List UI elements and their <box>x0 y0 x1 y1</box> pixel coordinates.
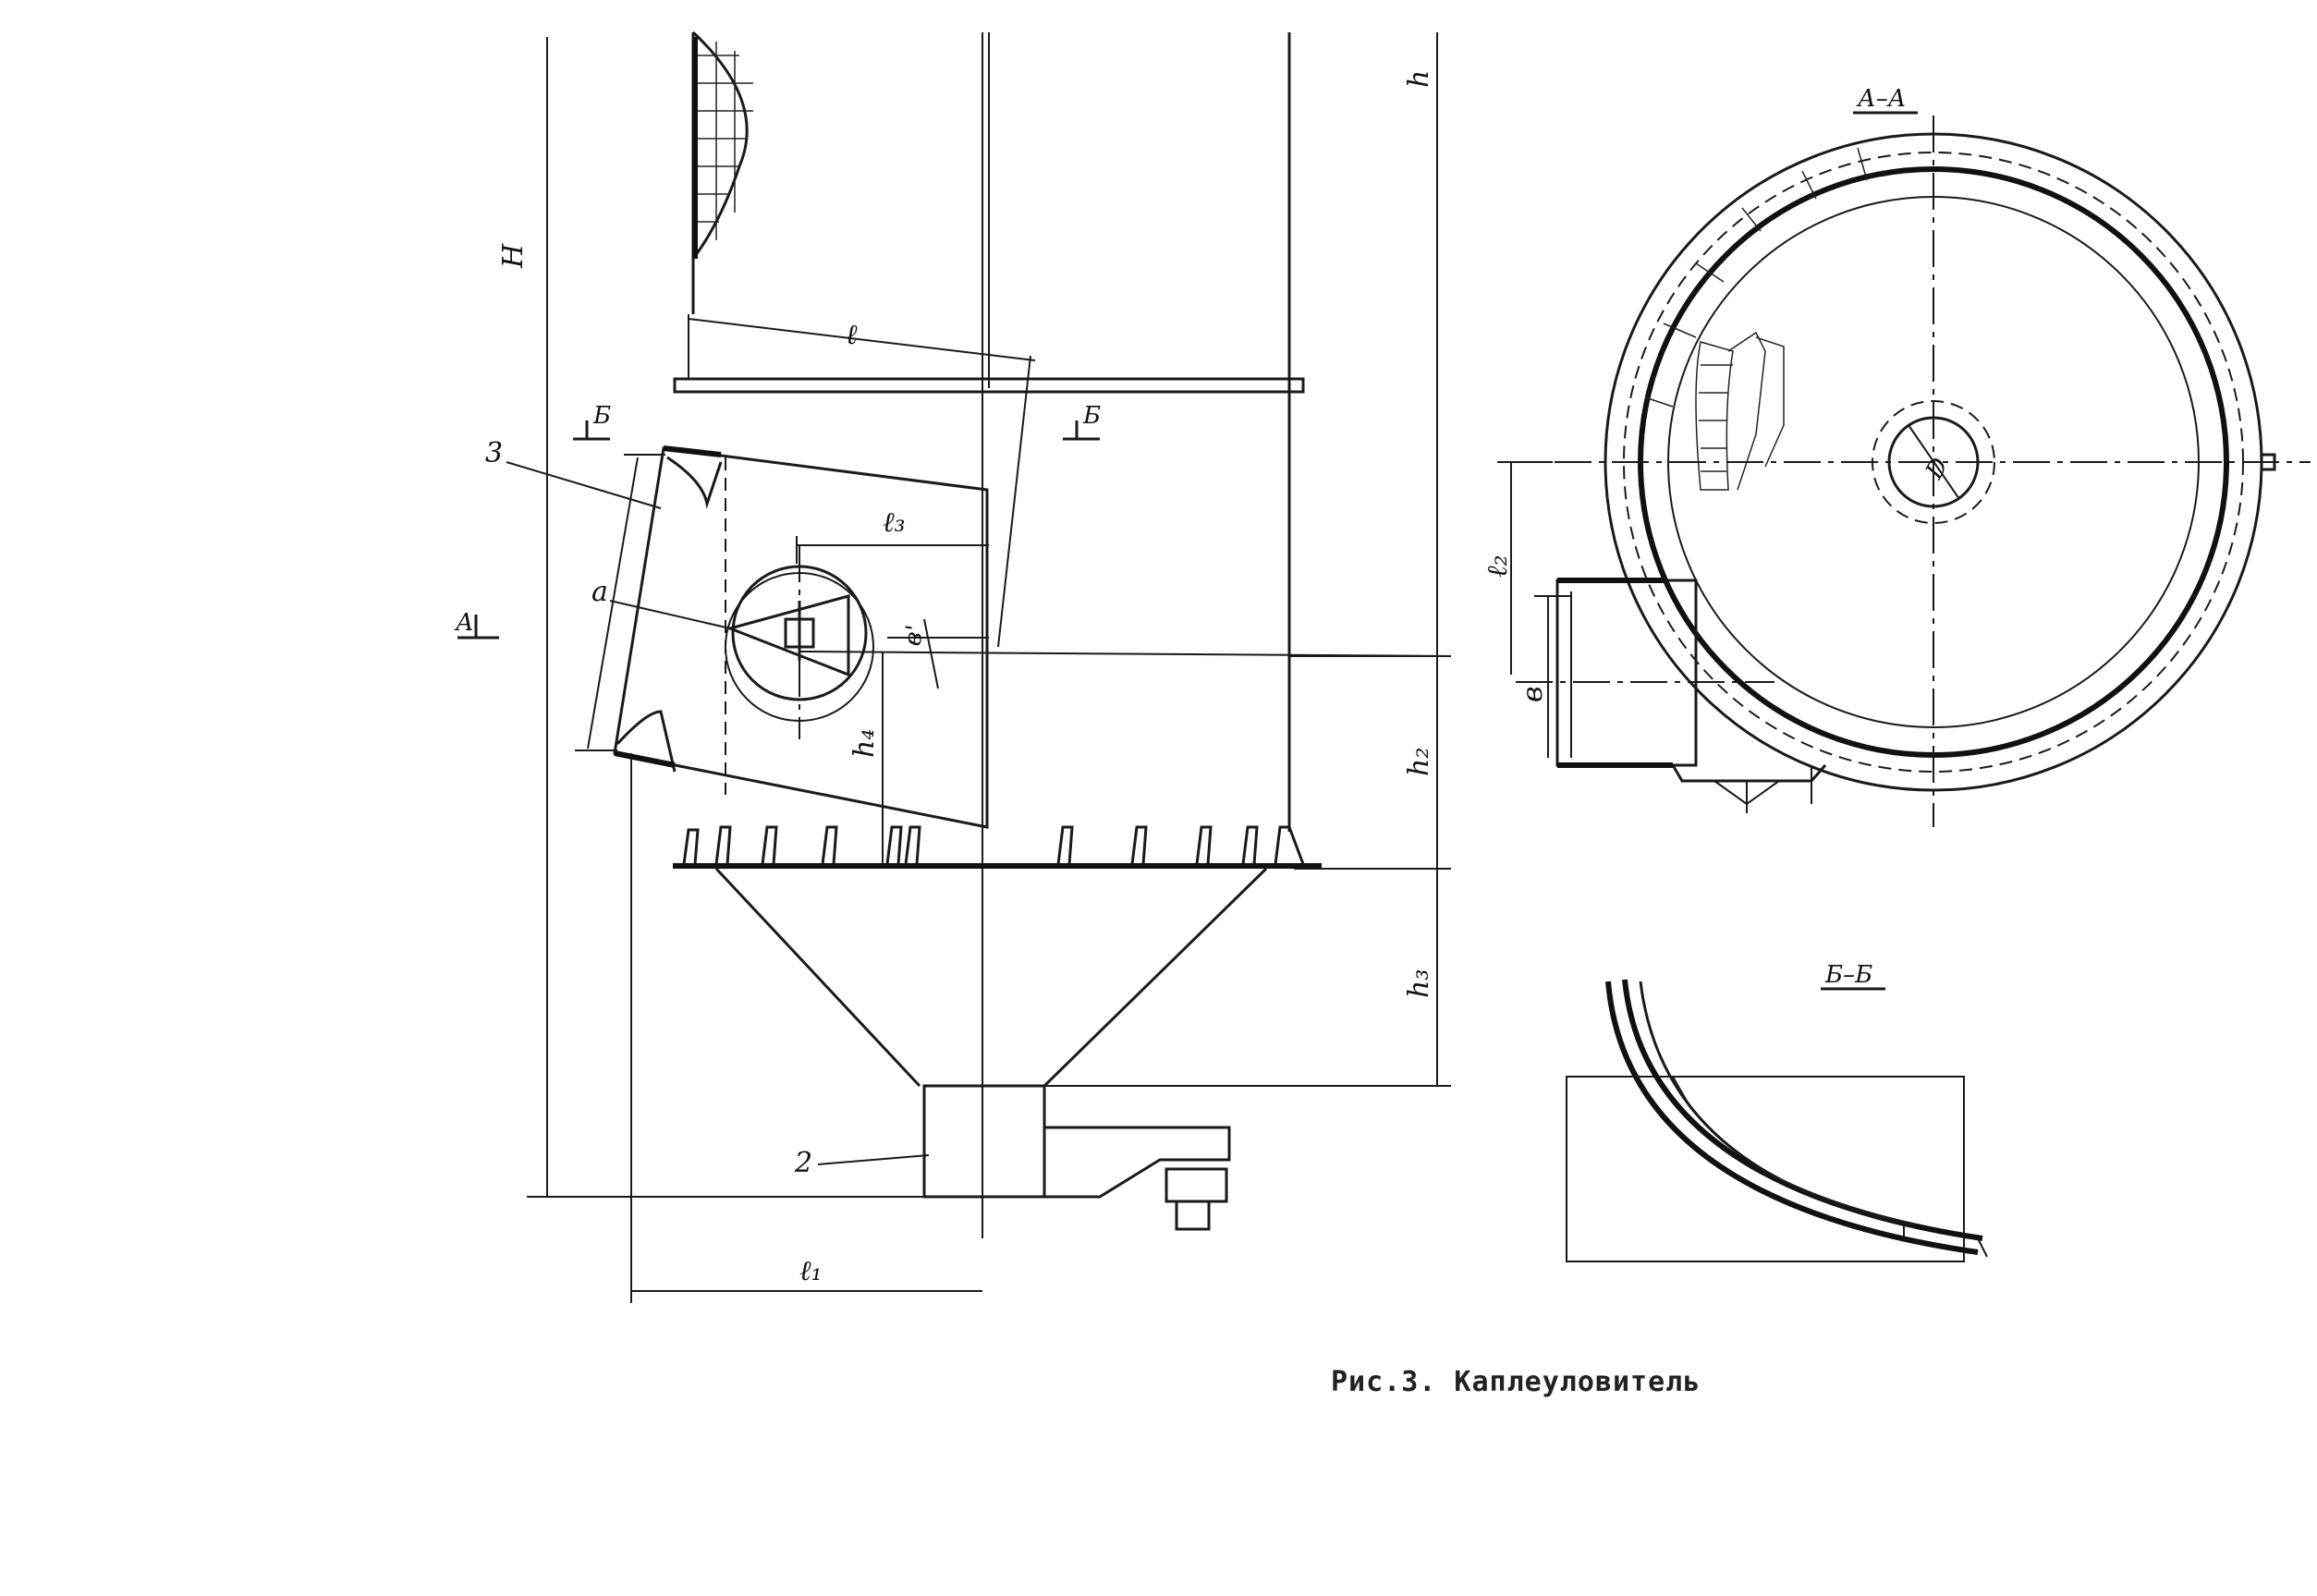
label-h2: h₂ <box>1403 748 1435 776</box>
section-bb: Б–Б <box>1566 961 1988 1262</box>
cut-mark-b-left: Б <box>592 402 611 430</box>
label-b: в <box>1517 687 1549 702</box>
label-h4: h₄ <box>848 729 881 758</box>
label-a: a <box>591 576 608 608</box>
section-bb-title: Б–Б <box>1824 961 1872 989</box>
label-b-small: в' <box>898 623 929 648</box>
label-pos3: 3 <box>485 437 503 469</box>
cut-mark-a: А <box>454 609 474 637</box>
label-l: ℓ <box>846 319 858 351</box>
label-l1: ℓ₁ <box>799 1255 823 1287</box>
label-l2: ℓ₂ <box>1482 554 1514 578</box>
figure-caption: Рис.3. Каплеуловитель <box>1331 1366 1701 1398</box>
label-H: H <box>497 243 530 269</box>
label-pos2: 2 <box>794 1147 812 1179</box>
label-d: D <box>1921 453 1955 484</box>
label-l3: ℓ₃ <box>883 506 906 539</box>
cut-mark-b-right: Б <box>1082 402 1101 430</box>
section-aa-title: А–А <box>1856 85 1906 113</box>
section-aa: А–А D <box>1482 85 2311 827</box>
elevation-view: H ℓ Б Б А <box>454 30 1452 1303</box>
label-h3: h₃ <box>1403 969 1435 998</box>
label-h: h <box>1403 70 1435 88</box>
